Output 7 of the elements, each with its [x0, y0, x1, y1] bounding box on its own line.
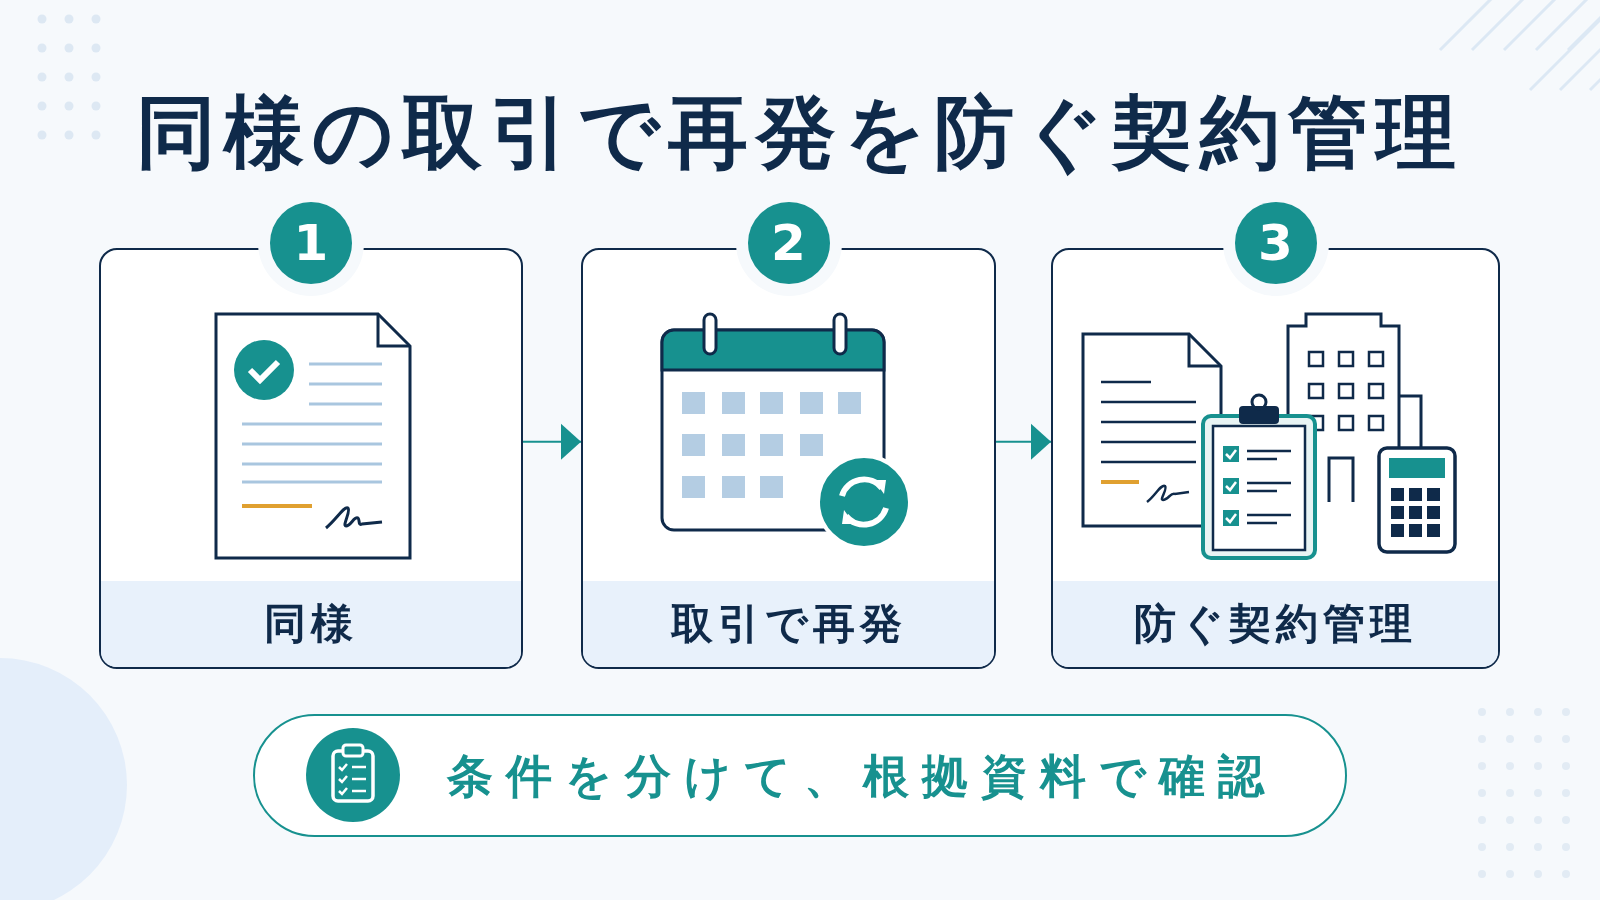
step-label: 同様	[264, 598, 358, 650]
step-label: 取引で再発	[670, 598, 907, 650]
step-arrow	[995, 423, 1052, 460]
step-label: 防ぐ契約管理	[1134, 598, 1417, 650]
title: 同様の取引で再発を防ぐ契約管理	[135, 85, 1465, 181]
summary-text: 条件を分けて、根拠資料で確認	[447, 748, 1277, 805]
step-arrow	[522, 423, 582, 460]
